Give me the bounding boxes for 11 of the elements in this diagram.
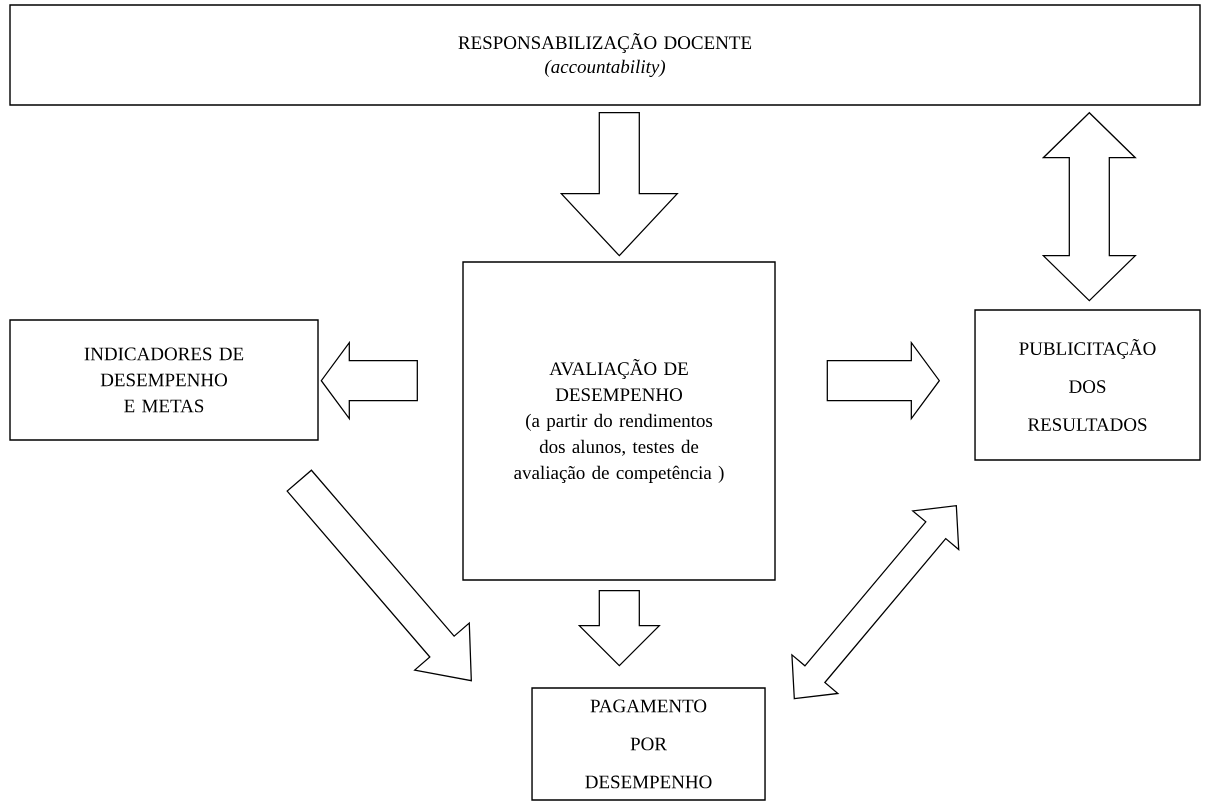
- process-box: INDICADORES DE DESEMPENHO E METAS: [9, 319, 319, 441]
- process-box: PUBLICITAÇÃO DOS RESULTADOS: [974, 309, 1201, 461]
- block-arrow: [577, 590, 661, 667]
- process-box: PAGAMENTO POR DESEMPENHO: [531, 687, 766, 801]
- block-arrow: [791, 504, 960, 700]
- block-arrow: [320, 340, 418, 421]
- block-arrow: [286, 469, 472, 682]
- header-box: RESPONSABILIZAÇÃO DOCENTE (accountability): [9, 4, 1201, 106]
- block-arrow: [559, 112, 679, 257]
- block-arrow: [826, 340, 941, 421]
- process-box: AVALIAÇÃO DE DESEMPENHO (a partir do rendimentos dos alunos, testes de avaliação de competência ): [462, 261, 776, 581]
